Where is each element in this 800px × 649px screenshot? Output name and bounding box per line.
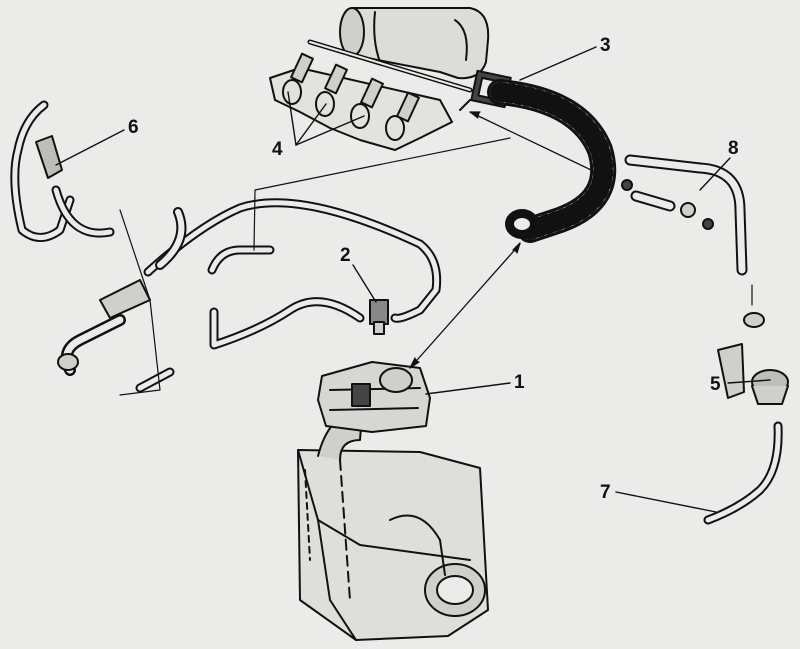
leader-lines [55,46,771,513]
intake-manifold [269,7,512,151]
air-filter-housing [297,412,489,641]
leader-line-6 [55,129,125,166]
leader-line-5 [727,379,771,384]
leader-line-2 [352,264,377,303]
breather-hose-network [10,100,511,396]
purge-valve [369,299,389,335]
callout-1: 1 [514,372,525,393]
leader-line-7 [615,491,717,513]
leader-line-4 [287,91,297,146]
leader-line-1 [425,382,511,395]
callout-2: 2 [340,245,351,266]
leader-line-3 [519,46,597,81]
callout-7: 7 [600,482,611,503]
callout-3: 3 [600,35,611,56]
leader-line-8 [699,157,731,191]
fuel-injectors [290,52,420,123]
corrugated-intake-duct [487,79,617,243]
throttle-body [317,361,431,433]
callout-6: 6 [128,117,139,138]
right-hose-assembly [621,154,789,525]
callout-8: 8 [728,138,739,159]
leader-line-4b [295,103,327,146]
leader-line-4c [295,115,365,146]
callout-5: 5 [710,374,721,395]
assembly-arrows [409,111,613,369]
callout-4: 4 [272,139,283,160]
